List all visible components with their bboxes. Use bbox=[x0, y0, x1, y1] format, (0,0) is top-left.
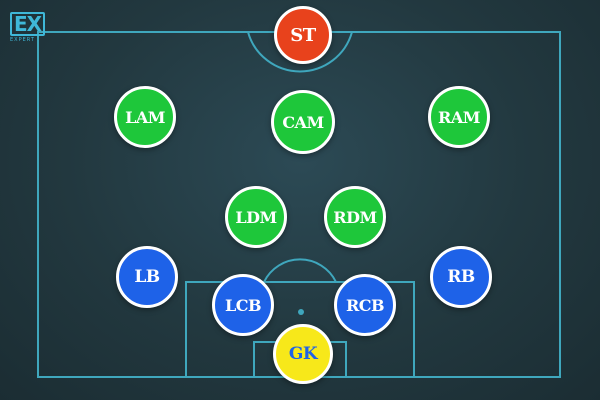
player-label: LCB bbox=[224, 295, 262, 315]
player-label: RB bbox=[447, 267, 475, 287]
player-rb[interactable]: RB bbox=[430, 246, 492, 308]
player-label: RCB bbox=[345, 295, 385, 315]
logo-mark: EX bbox=[10, 12, 46, 36]
player-ram[interactable]: RAM bbox=[428, 86, 490, 148]
player-cam[interactable]: CAM bbox=[271, 90, 335, 154]
player-gk[interactable]: GK bbox=[273, 324, 333, 384]
penalty-arc bbox=[263, 258, 337, 283]
player-rcb[interactable]: RCB bbox=[334, 274, 396, 336]
player-label: GK bbox=[288, 344, 318, 364]
player-lam[interactable]: LAM bbox=[114, 86, 176, 148]
player-label: RAM bbox=[438, 107, 480, 127]
logo-subtext: EXPERT bbox=[10, 37, 35, 43]
player-label: CAM bbox=[282, 112, 324, 132]
brand-logo: EX EXPERT bbox=[10, 12, 52, 43]
penalty-spot bbox=[298, 309, 304, 315]
player-label: ST bbox=[290, 24, 316, 46]
player-rdm[interactable]: RDM bbox=[324, 186, 386, 248]
player-label: LB bbox=[134, 267, 160, 287]
player-lb[interactable]: LB bbox=[116, 246, 178, 308]
player-label: RDM bbox=[333, 207, 377, 227]
player-label: LAM bbox=[125, 107, 165, 127]
player-ldm[interactable]: LDM bbox=[225, 186, 287, 248]
player-st[interactable]: ST bbox=[274, 6, 332, 64]
player-lcb[interactable]: LCB bbox=[212, 274, 274, 336]
player-label: LDM bbox=[235, 207, 277, 227]
top-center-arc bbox=[247, 31, 353, 73]
